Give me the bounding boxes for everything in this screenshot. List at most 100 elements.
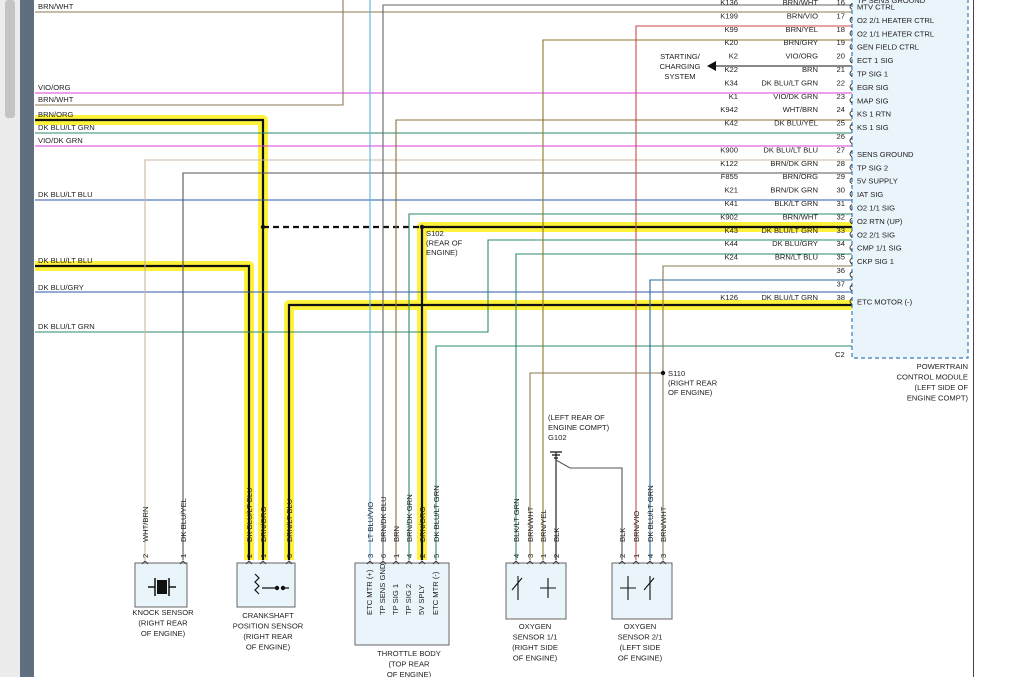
o2_21-pin-number: 3 bbox=[659, 554, 668, 558]
pcm-pin-label: MAP SIG bbox=[857, 96, 889, 105]
pcm-wire-color: DK BLU/LT GRN bbox=[761, 78, 818, 87]
connector-terminal bbox=[285, 560, 293, 565]
connector-terminal bbox=[179, 560, 187, 565]
knock-sensor-symbol-icon bbox=[148, 578, 176, 596]
pcm-pin-terminal bbox=[849, 16, 853, 24]
ckp-pin-number: 3 bbox=[285, 554, 294, 558]
pcm-pin-number: 21 bbox=[837, 65, 845, 74]
pcm-wire-color: BRN/VIO bbox=[787, 11, 818, 20]
o2_21-name: SENSOR 2/1 bbox=[618, 633, 663, 642]
pcm-name-line: CONTROL MODULE bbox=[897, 373, 968, 382]
connector-terminal bbox=[646, 560, 654, 565]
pcm-pin-terminal bbox=[849, 271, 853, 278]
wire-dk-blu-lt-blu-ckp bbox=[35, 264, 251, 560]
throttle-wire-color: BRN/DK GRN bbox=[405, 494, 414, 542]
connector-terminal bbox=[405, 560, 413, 565]
connector-terminal bbox=[259, 560, 267, 565]
throttle-name: (TOP REAR bbox=[388, 660, 430, 669]
pcm-pin-terminal bbox=[849, 297, 853, 305]
wire-dk-blu-yel-knock bbox=[182, 172, 852, 560]
splice-s102-label: ENGINE) bbox=[426, 248, 458, 257]
left-wire-color-label: DK BLU/GRY bbox=[38, 283, 84, 292]
pcm-pin-terminal bbox=[849, 150, 853, 158]
throttle-function-label: TP SIG 2 bbox=[404, 584, 413, 615]
pcm-pin-terminal bbox=[849, 257, 853, 265]
pcm-pin-label: SENS GROUND bbox=[857, 150, 914, 159]
o2_11-body bbox=[505, 562, 567, 620]
pcm-wire-color: BRN/DK GRN bbox=[770, 186, 818, 195]
ckp-pin-number: 2 bbox=[245, 554, 254, 558]
wire-brn-yel bbox=[542, 39, 852, 560]
pcm-circuit-id: K20 bbox=[724, 38, 738, 47]
connector-terminal bbox=[379, 560, 387, 565]
pcm-pin-label: CKP SIG 1 bbox=[857, 257, 894, 266]
diagram-border-right bbox=[973, 0, 974, 677]
pcm-pin-label: O2 2/1 HEATER CTRL bbox=[857, 16, 934, 25]
knock-pin-number: 2 bbox=[141, 554, 150, 558]
o2_11-name: (RIGHT SIDE bbox=[512, 643, 558, 652]
o2_21-wire-color: BRN/VIO bbox=[632, 511, 641, 542]
pcm-pin-terminal bbox=[849, 29, 853, 37]
connector-terminal bbox=[552, 560, 560, 565]
ckp-name: (RIGHT REAR bbox=[243, 632, 293, 641]
pcm-wire-color: BRN/LT BLU bbox=[775, 253, 818, 262]
pcm-pin-label: O2 1/1 SIG bbox=[857, 204, 895, 213]
pcm-pin-terminal bbox=[849, 177, 853, 185]
o2_11-pin-number: 1 bbox=[539, 554, 548, 558]
pcm-pin-terminal bbox=[849, 70, 853, 77]
throttle-wire-color: DK BLU/LT GRN bbox=[432, 485, 441, 542]
vertical-scrollbar[interactable] bbox=[0, 0, 20, 677]
connector-terminal bbox=[512, 560, 520, 565]
pcm-pin-number: 38 bbox=[837, 293, 845, 302]
starting-charging-label: SYSTEM bbox=[664, 72, 695, 81]
pcm-circuit-id: K199 bbox=[720, 11, 738, 20]
left-wire-color-label: DK BLU/LT GRN bbox=[38, 322, 95, 331]
wire-brn-dk-blu bbox=[382, 4, 852, 560]
connector-terminal bbox=[618, 560, 626, 565]
wire-brn-vio bbox=[635, 25, 852, 560]
left-wire-color-label: DK BLU/LT BLU bbox=[38, 190, 93, 199]
pcm-pin-number: 34 bbox=[837, 239, 845, 248]
wire-dk-blu-lt-grn-iat bbox=[35, 239, 852, 333]
throttle-pin-number: 3 bbox=[366, 554, 375, 558]
pcm-pin-15-label: TP SENS GROUND bbox=[857, 0, 926, 5]
ckp-node bbox=[280, 585, 286, 591]
pcm-pin-number: 17 bbox=[837, 11, 845, 20]
pcm-wire-color: WHT/BRN bbox=[783, 105, 818, 114]
pcm-pin-number: 27 bbox=[837, 145, 845, 154]
pcm-pin-number: 26 bbox=[837, 132, 845, 141]
highlight-5v-supply bbox=[417, 222, 852, 560]
o2_21-wire-color: DK BLU/LT GRN bbox=[646, 485, 655, 542]
wire-5v-supply bbox=[420, 225, 852, 560]
pcm-pin-label: ETC MOTOR (-) bbox=[857, 297, 913, 306]
connector-terminal bbox=[526, 560, 534, 565]
splice-s102-label: S102 bbox=[426, 229, 444, 238]
ckp-wire-color: BRN/ORG bbox=[259, 506, 268, 542]
throttle-function-label: ETC MTR (-) bbox=[431, 571, 440, 615]
gen-field-arrow-icon bbox=[707, 61, 716, 71]
pcm-pin-label: ECT 1 SIG bbox=[857, 56, 894, 65]
o2_11-wire-color: BLK bbox=[552, 528, 561, 542]
pcm-circuit-id: K22 bbox=[724, 65, 738, 74]
pcm-pin-label: KS 1 SIG bbox=[857, 123, 889, 132]
wire-brn-lt-blu-ckp bbox=[287, 303, 852, 560]
splice-s102 bbox=[419, 224, 425, 230]
pcm-pin-number: 23 bbox=[837, 92, 845, 101]
splice-s102-label: (REAR OF bbox=[426, 239, 463, 248]
throttle-pin-number: 6 bbox=[379, 554, 388, 558]
pcm-module-box bbox=[851, 0, 969, 359]
pcm-pin-terminal bbox=[849, 244, 853, 252]
connector-terminal bbox=[539, 560, 547, 565]
knock-name: (RIGHT REAR bbox=[138, 619, 188, 628]
pcm-pin-number: 25 bbox=[837, 119, 845, 128]
knock-name: KNOCK SENSOR bbox=[132, 608, 194, 617]
o2_11-name: OF ENGINE) bbox=[513, 654, 558, 663]
pcm-pin-terminal bbox=[849, 284, 853, 292]
throttle-name: THROTTLE BODY bbox=[377, 649, 441, 658]
throttle-wire-color: LT BLU/VIO bbox=[366, 502, 375, 542]
left-wire-color-label: BRN/WHT bbox=[38, 95, 74, 104]
scrollbar-thumb[interactable] bbox=[5, 0, 15, 118]
pcm-wire-color: BRN/ORG bbox=[783, 172, 819, 181]
pcm-wire-color: BRN bbox=[802, 65, 818, 74]
pcm-pin-label: KS 1 RTN bbox=[857, 110, 891, 119]
